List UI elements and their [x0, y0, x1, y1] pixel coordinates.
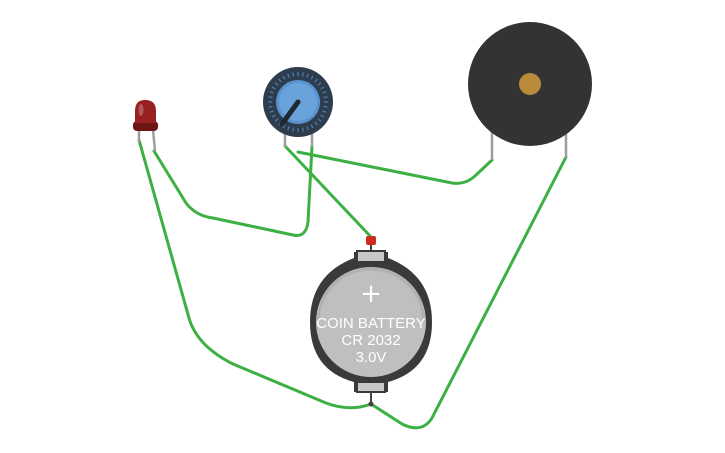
led-dome [135, 100, 156, 123]
potentiometer-tick [268, 105, 273, 108]
led[interactable] [133, 100, 158, 152]
potentiometer-tick [269, 110, 274, 113]
potentiometer-tick [274, 118, 279, 122]
potentiometer-tick [301, 72, 304, 77]
potentiometer-tick [274, 82, 279, 86]
potentiometer-tick [287, 73, 290, 78]
wire-led-to-battery-negative[interactable] [137, 138, 373, 410]
potentiometer-tick [310, 124, 314, 129]
potentiometer-tick [269, 91, 274, 94]
wire-buzzer-to-battery[interactable] [369, 155, 568, 430]
potentiometer-tick [268, 96, 273, 99]
potentiometer-tick [271, 114, 276, 118]
coin-battery[interactable]: + COIN BATTERY CR 2032 3.0V [310, 236, 432, 407]
battery-cell-rim [316, 267, 426, 323]
wire-led-to-potentiometer[interactable] [152, 144, 314, 237]
battery-top-clip [356, 250, 386, 263]
battery-label-line3: 3.0V [356, 349, 387, 366]
battery-negative-junction [368, 401, 374, 407]
potentiometer-tick [310, 75, 314, 80]
led-highlight [138, 104, 144, 116]
potentiometer-tick [317, 118, 322, 122]
potentiometer-tick [314, 78, 318, 83]
buzzer-center-dot [519, 73, 541, 95]
wire-potentiometer-to-battery-positive[interactable] [283, 144, 374, 240]
wires [137, 138, 568, 430]
potentiometer-tick [301, 127, 304, 132]
piezo-buzzer[interactable] [468, 22, 592, 160]
potentiometer-tick [317, 82, 322, 86]
battery-bottom-clip [356, 381, 386, 393]
potentiometer-tick [287, 126, 290, 131]
led-leg-right [151, 129, 157, 152]
battery-positive-marker [366, 236, 376, 245]
wire-potentiometer-to-buzzer[interactable] [296, 150, 494, 185]
led-base [133, 121, 158, 131]
battery-label-line1: COIN BATTERY [316, 315, 425, 332]
battery-cell [316, 267, 426, 377]
potentiometer-tick [322, 91, 327, 94]
potentiometer[interactable] [263, 67, 333, 147]
potentiometer-tick [282, 75, 286, 80]
potentiometer-tick [271, 86, 276, 90]
potentiometer-tick [322, 110, 327, 113]
potentiometer-tick [278, 78, 282, 83]
potentiometer-tick [323, 96, 328, 99]
potentiometer-tick [320, 114, 325, 118]
potentiometer-tick [306, 126, 309, 131]
potentiometer-tick [323, 105, 328, 108]
potentiometer-tick [292, 72, 295, 77]
potentiometer-tick [292, 127, 295, 132]
potentiometer-tick [282, 124, 286, 129]
potentiometer-tick [306, 73, 309, 78]
potentiometer-tick [320, 86, 325, 90]
battery-plus-symbol: + [360, 279, 382, 309]
potentiometer-tick [314, 121, 318, 126]
battery-label-line2: CR 2032 [341, 332, 400, 349]
potentiometer-pointer [279, 99, 301, 127]
